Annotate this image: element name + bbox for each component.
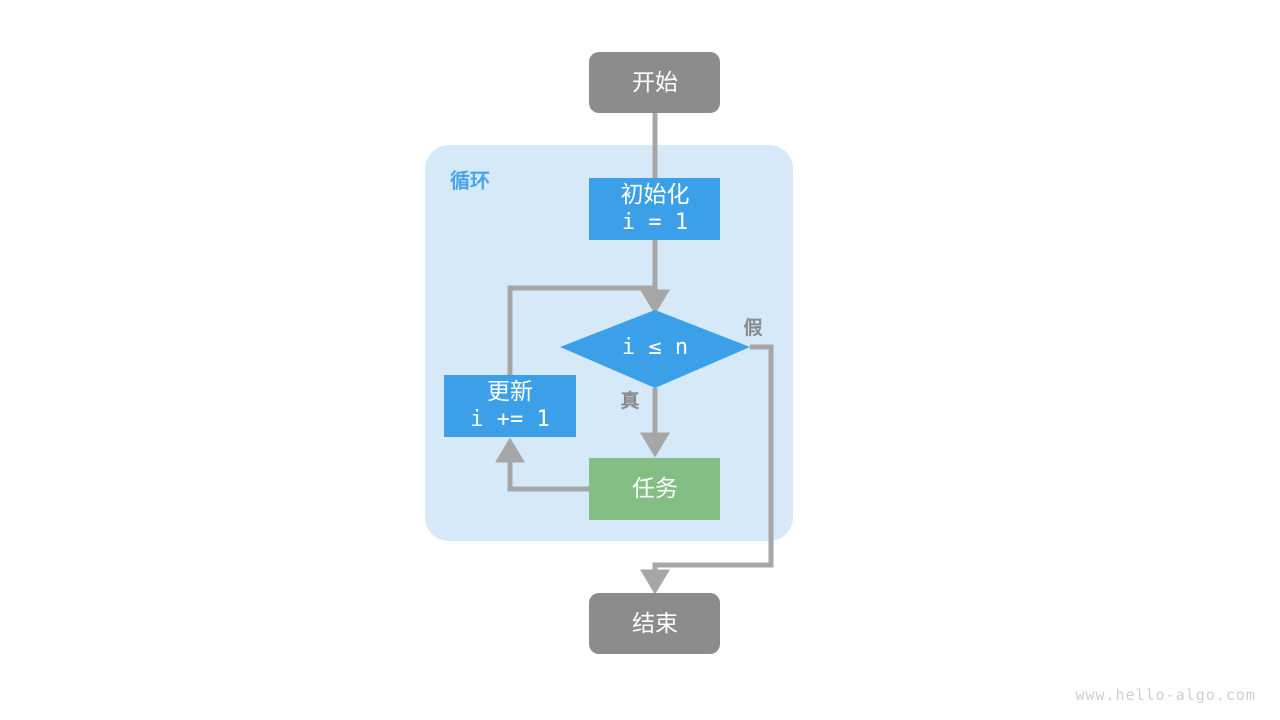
node-task[interactable] <box>589 458 720 520</box>
node-update-label-code: i += 1 <box>470 407 549 432</box>
node-decision-label: i ≤ n <box>622 335 688 360</box>
node-decision[interactable] <box>560 310 750 388</box>
loop-group-label: 循环 <box>450 168 490 192</box>
node-end-label: 结束 <box>632 610 678 636</box>
node-end[interactable] <box>589 593 720 654</box>
node-init-label-code: i = 1 <box>622 210 688 235</box>
node-start[interactable] <box>589 52 720 113</box>
node-update-label-top: 更新 <box>487 378 533 404</box>
edge-decision-false-to-end <box>640 344 774 595</box>
node-update[interactable] <box>444 375 576 437</box>
node-init[interactable] <box>589 178 720 240</box>
node-start-label: 开始 <box>632 69 678 95</box>
node-init-label-top: 初始化 <box>621 181 690 207</box>
node-task-label: 任务 <box>632 475 678 501</box>
edge-task-to-update <box>495 437 589 492</box>
edge-label-true: 真 <box>620 389 639 412</box>
edge-update-to-decision <box>507 285 658 375</box>
watermark-text: www.hello-algo.com <box>1075 686 1256 704</box>
edge-label-false: 假 <box>743 316 762 339</box>
